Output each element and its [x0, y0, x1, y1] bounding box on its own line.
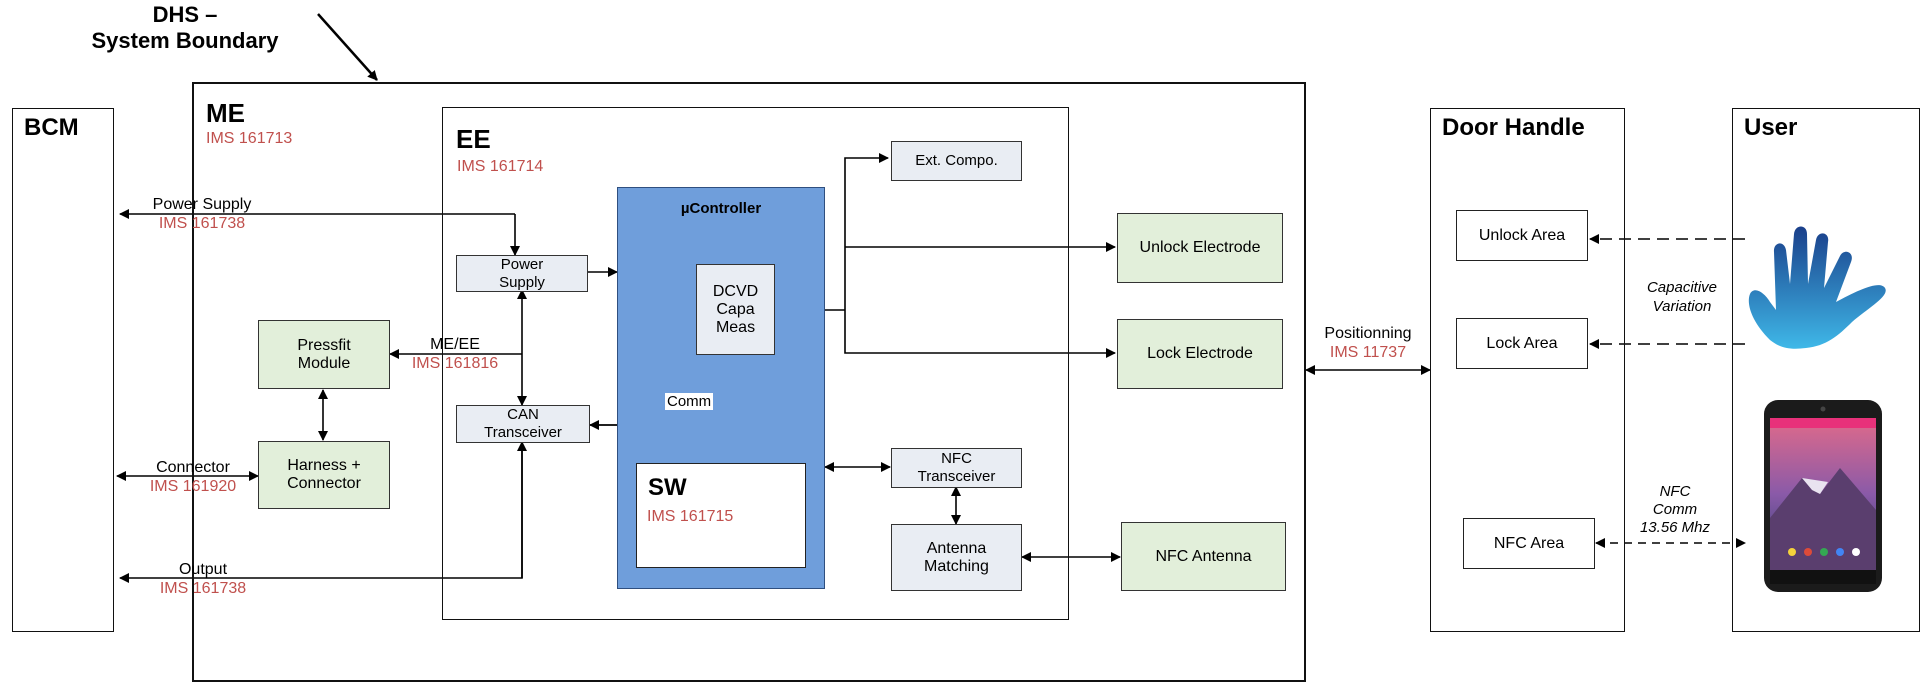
me-title: ME — [206, 98, 245, 128]
capacitive-line1: Capacitive — [1646, 279, 1718, 296]
lock-electrode-block: Lock Electrode — [1117, 319, 1283, 389]
system-boundary-line1: DHS – — [152, 2, 218, 27]
microcontroller-title: µController — [680, 200, 762, 217]
pressfit-module-block: Pressfit Module — [258, 320, 390, 389]
me-ims: IMS 161713 — [206, 130, 293, 147]
antenna-matching-block: Antenna Matching — [891, 524, 1022, 591]
nfc-comm-line1: NFC — [1659, 483, 1691, 500]
nfc-comm-label: NFC Comm 13.56 Mhz — [1615, 483, 1735, 537]
positionning-interface-ims: IMS 11737 — [1329, 344, 1407, 361]
system-boundary-line2: System Boundary — [91, 28, 279, 53]
bcm-frame — [12, 108, 114, 632]
ee-ims: IMS 161714 — [457, 158, 544, 175]
output-interface: Output IMS 161738 — [143, 560, 263, 598]
user-frame — [1732, 108, 1920, 632]
smartphone-icon — [1764, 400, 1882, 592]
lock-area-block: Lock Area — [1456, 318, 1588, 369]
positionning-interface-label: Positionning — [1324, 325, 1412, 342]
nfc-transceiver-block: NFC Transceiver — [891, 448, 1022, 488]
capacitive-line2: Variation — [1652, 298, 1712, 315]
sw-block — [636, 463, 806, 568]
ee-frame — [442, 107, 1069, 620]
output-interface-ims: IMS 161738 — [159, 580, 247, 597]
ext-compo-block: Ext. Compo. — [891, 141, 1022, 181]
connector-interface-label: Connector — [156, 459, 230, 476]
unlock-electrode-block: Unlock Electrode — [1117, 213, 1283, 283]
power-supply-interface-label: Power Supply — [152, 196, 252, 213]
me-ee-interface-ims: IMS 161816 — [411, 355, 499, 372]
system-boundary-label: DHS – System Boundary — [60, 2, 310, 54]
power-supply-interface: Power Supply IMS 161738 — [142, 195, 262, 233]
positionning-interface: Positionning IMS 11737 — [1308, 324, 1428, 362]
connector-interface: Connector IMS 161920 — [133, 458, 253, 496]
comm-label: Comm — [665, 393, 714, 410]
dcvd-block: DCVD Capa Meas — [696, 264, 775, 355]
ee-title: EE — [456, 124, 491, 154]
me-ee-interface-label: ME/EE — [430, 336, 480, 353]
bcm-title: BCM — [24, 114, 79, 141]
nfc-area-block: NFC Area — [1463, 518, 1595, 569]
sw-title: SW — [648, 474, 687, 501]
power-supply-block: Power Supply — [456, 255, 588, 292]
harness-connector-block: Harness + Connector — [258, 441, 390, 509]
user-title: User — [1744, 114, 1798, 141]
power-supply-interface-ims: IMS 161738 — [158, 215, 246, 232]
door-handle-frame — [1430, 108, 1625, 632]
hand-icon — [1748, 226, 1886, 349]
nfc-comm-line2: Comm — [1652, 501, 1698, 518]
unlock-area-block: Unlock Area — [1456, 210, 1588, 261]
capacitive-variation-label: Capacitive Variation — [1622, 278, 1742, 316]
door-handle-title: Door Handle — [1442, 114, 1585, 141]
sw-ims: IMS 161715 — [647, 508, 734, 525]
nfc-comm-line3: 13.56 Mhz — [1639, 519, 1711, 536]
me-ee-interface: ME/EE IMS 161816 — [395, 335, 515, 373]
output-interface-label: Output — [178, 561, 228, 578]
connector-interface-ims: IMS 161920 — [149, 478, 237, 495]
can-transceiver-block: CAN Transceiver — [456, 405, 590, 443]
nfc-antenna-block: NFC Antenna — [1121, 522, 1286, 591]
